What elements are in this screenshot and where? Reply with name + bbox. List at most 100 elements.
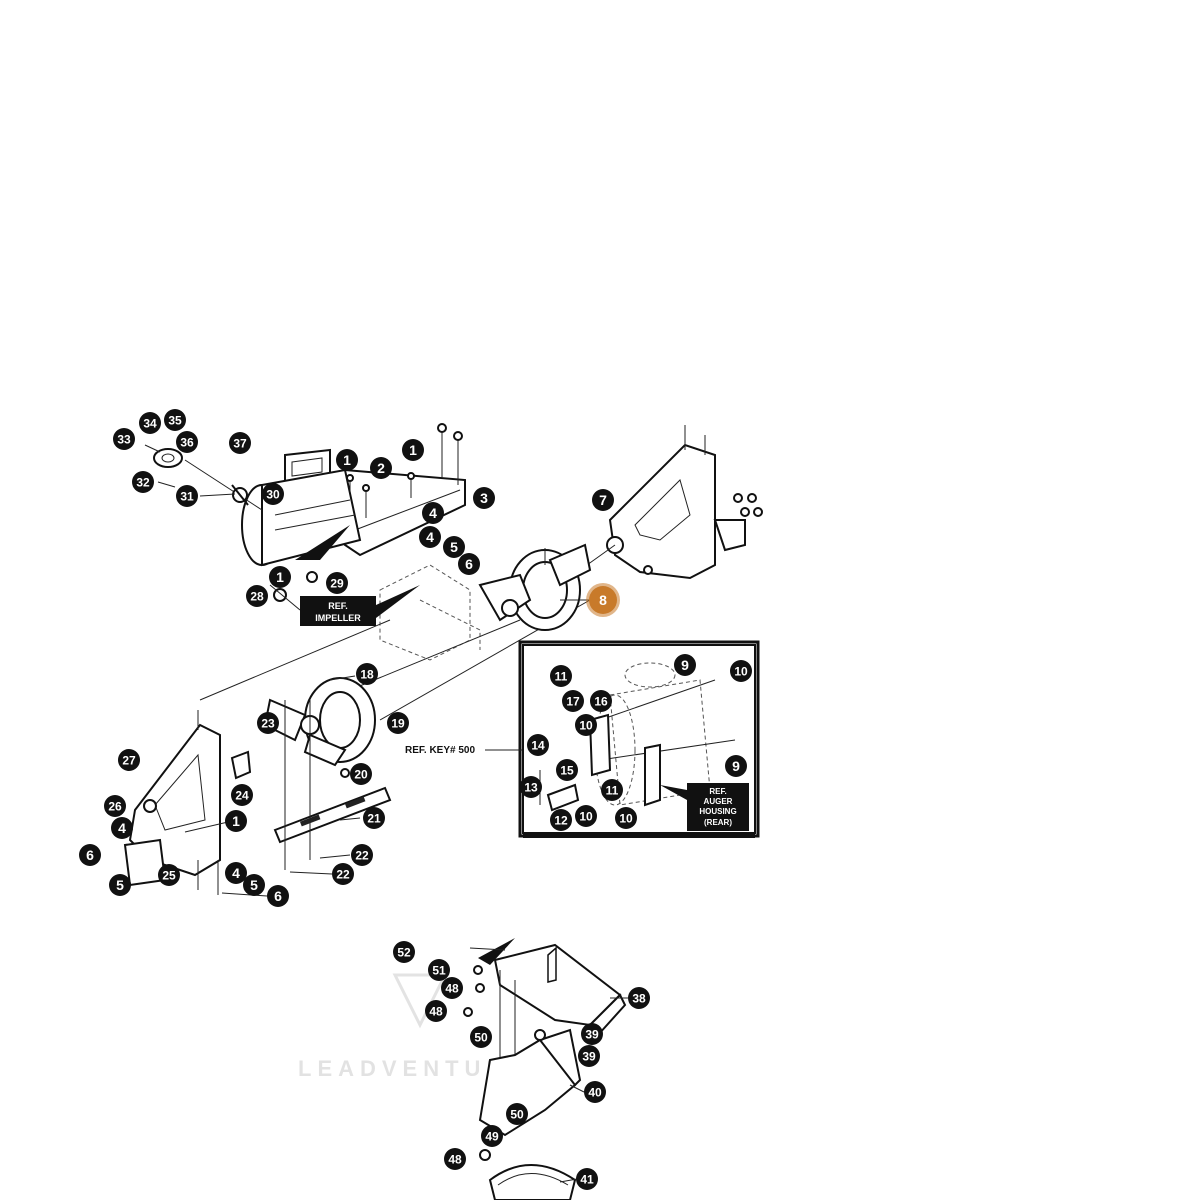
callout-4[interactable]: 4 [419, 526, 441, 548]
callout-10[interactable]: 10 [575, 805, 597, 827]
callout-number: 34 [143, 417, 157, 431]
callout-41[interactable]: 41 [576, 1168, 598, 1190]
callout-number: 10 [619, 812, 633, 826]
callout-2[interactable]: 2 [370, 457, 392, 479]
callout-25[interactable]: 25 [158, 864, 180, 886]
ref-auger-housing-label: REF. AUGER HOUSING (REAR) [660, 783, 749, 831]
callout-number: 4 [426, 529, 434, 545]
callout-number: 1 [409, 442, 417, 458]
callout-50[interactable]: 50 [470, 1026, 492, 1048]
callout-4[interactable]: 4 [422, 502, 444, 524]
callout-1[interactable]: 1 [269, 566, 291, 588]
callout-17[interactable]: 17 [562, 690, 584, 712]
callout-29[interactable]: 29 [326, 572, 348, 594]
callout-number: 32 [136, 476, 150, 490]
callout-number: 9 [732, 758, 740, 774]
callout-5[interactable]: 5 [443, 536, 465, 558]
callout-48[interactable]: 48 [441, 977, 463, 999]
callout-number: 49 [485, 1130, 499, 1144]
callout-5[interactable]: 5 [109, 874, 131, 896]
callout-number: 1 [343, 452, 351, 468]
ref-impeller-line1: REF. [328, 601, 348, 611]
callout-39[interactable]: 39 [578, 1045, 600, 1067]
callout-26[interactable]: 26 [104, 795, 126, 817]
callout-15[interactable]: 15 [556, 759, 578, 781]
callout-50[interactable]: 50 [506, 1103, 528, 1125]
callout-24[interactable]: 24 [231, 784, 253, 806]
callout-48[interactable]: 48 [425, 1000, 447, 1022]
callout-9[interactable]: 9 [674, 654, 696, 676]
callout-14[interactable]: 14 [527, 734, 549, 756]
callout-number: 13 [524, 781, 538, 795]
callout-number: 12 [554, 814, 568, 828]
callout-31[interactable]: 31 [176, 485, 198, 507]
callout-number: 5 [116, 877, 124, 893]
callout-12[interactable]: 12 [550, 809, 572, 831]
callout-51[interactable]: 51 [428, 959, 450, 981]
callout-6[interactable]: 6 [267, 885, 289, 907]
callout-6[interactable]: 6 [458, 553, 480, 575]
callout-4[interactable]: 4 [111, 817, 133, 839]
callout-48[interactable]: 48 [444, 1148, 466, 1170]
callout-number: 17 [566, 695, 580, 709]
callout-7[interactable]: 7 [592, 489, 614, 511]
callout-1[interactable]: 1 [336, 449, 358, 471]
callout-36[interactable]: 36 [176, 431, 198, 453]
callout-number: 3 [480, 490, 488, 506]
ref-impeller-label: REF. IMPELLER [300, 585, 420, 626]
callout-number: 15 [560, 764, 574, 778]
left-auger [263, 675, 376, 778]
callout-18[interactable]: 18 [356, 663, 378, 685]
callout-10[interactable]: 10 [615, 807, 637, 829]
callout-9[interactable]: 9 [725, 755, 747, 777]
callout-52[interactable]: 52 [393, 941, 415, 963]
callout-22[interactable]: 22 [332, 863, 354, 885]
callout-35[interactable]: 35 [164, 409, 186, 431]
callout-6[interactable]: 6 [79, 844, 101, 866]
callout-10[interactable]: 10 [575, 714, 597, 736]
impeller-housing-assembly [144, 423, 466, 611]
callout-10[interactable]: 10 [730, 660, 752, 682]
left-side-plate [123, 710, 252, 895]
callout-37[interactable]: 37 [229, 432, 251, 454]
callout-28[interactable]: 28 [246, 585, 268, 607]
callout-32[interactable]: 32 [132, 471, 154, 493]
callout-5[interactable]: 5 [243, 874, 265, 896]
callout-11[interactable]: 11 [550, 665, 572, 687]
callout-34[interactable]: 34 [139, 412, 161, 434]
callout-33[interactable]: 33 [113, 428, 135, 450]
callout-1[interactable]: 1 [402, 439, 424, 461]
callout-number: 6 [86, 847, 94, 863]
callout-4[interactable]: 4 [225, 862, 247, 884]
callout-number: 4 [118, 820, 126, 836]
callout-11[interactable]: 11 [601, 779, 623, 801]
ref-auger-line2: AUGER [704, 797, 733, 806]
watermark: LEADVENTURE [298, 973, 523, 1081]
callout-38[interactable]: 38 [628, 987, 650, 1009]
ref-key-label: REF. KEY# 500 [405, 745, 522, 756]
callout-1[interactable]: 1 [225, 810, 247, 832]
callout-49[interactable]: 49 [481, 1125, 503, 1147]
callout-22[interactable]: 22 [351, 844, 373, 866]
callout-27[interactable]: 27 [118, 749, 140, 771]
callout-number: 50 [474, 1031, 488, 1045]
callout-8-highlighted[interactable]: 8 [586, 583, 620, 617]
callout-13[interactable]: 13 [520, 776, 542, 798]
callout-16[interactable]: 16 [590, 690, 612, 712]
callout-number: 11 [606, 784, 619, 798]
callout-number: 41 [580, 1173, 594, 1187]
callout-number: 26 [108, 800, 122, 814]
callout-39[interactable]: 39 [581, 1023, 603, 1045]
callout-21[interactable]: 21 [363, 807, 385, 829]
callout-number: 23 [261, 717, 275, 731]
callout-number: 8 [599, 592, 607, 608]
callout-3[interactable]: 3 [473, 487, 495, 509]
callout-20[interactable]: 20 [350, 763, 372, 785]
callout-30[interactable]: 30 [262, 483, 284, 505]
callout-number: 18 [360, 668, 374, 682]
callout-number: 22 [336, 868, 350, 882]
callout-23[interactable]: 23 [257, 712, 279, 734]
callout-number: 29 [330, 577, 344, 591]
callout-19[interactable]: 19 [387, 712, 409, 734]
callout-40[interactable]: 40 [584, 1081, 606, 1103]
